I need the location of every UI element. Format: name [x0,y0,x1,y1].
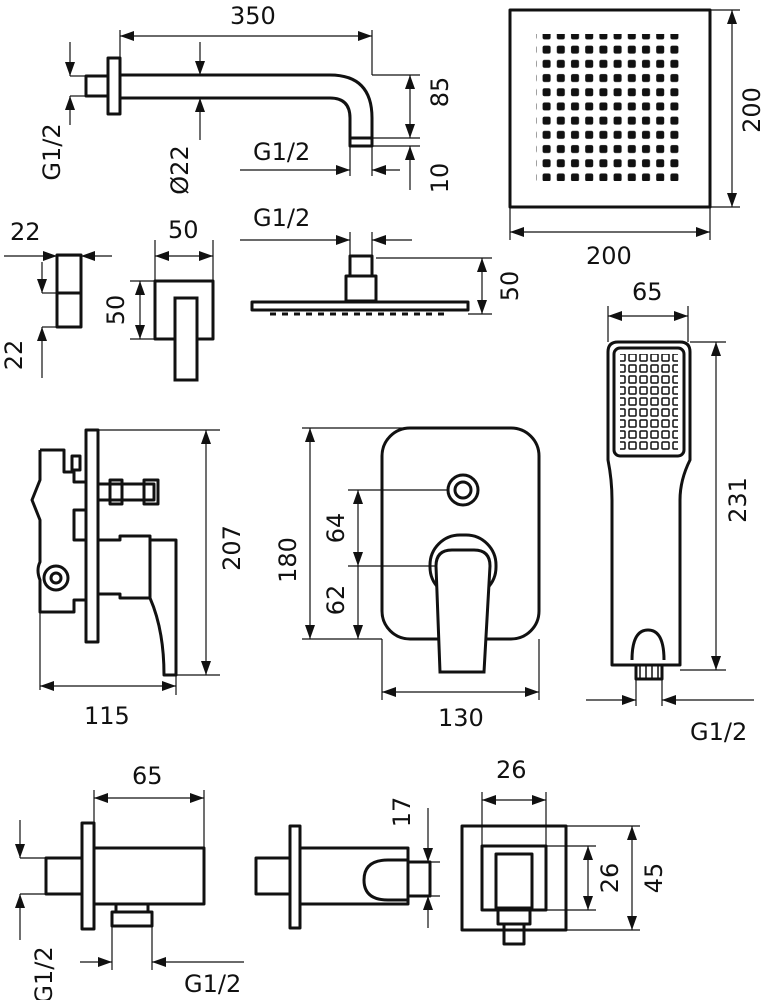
label-arm-diameter: Ø22 [166,145,194,194]
label-arm-drop: 85 [426,77,454,108]
label-plate-width: 130 [438,704,484,732]
label-arm-length: 350 [230,2,276,30]
label-arm-outlet: 10 [426,163,454,194]
label-head-height: 200 [738,87,763,133]
dim-mixer-plate: 180 64 62 130 [274,427,540,732]
label-arm-inlet-thread: G1/2 [38,123,66,180]
dim-holder-front: 26 26 45 [481,756,668,931]
label-holder-front-w: 26 [496,756,527,784]
label-plate-lower: 62 [322,585,350,616]
label-elbow-in-thread: G1/2 [30,946,58,1000]
label-head-width: 200 [586,242,632,270]
rosette [153,279,215,382]
label-mixer-body-depth: 115 [84,702,130,730]
shower-holder-front [460,824,568,946]
dim-arm-outlet-thread: G1/2 [240,138,400,176]
label-holder-front-inner: 26 [596,863,624,894]
wall-elbow [44,821,206,931]
dim-holder-gap: 17 [388,797,440,928]
dim-arm-diameter: Ø22 [166,42,205,195]
label-hand-width: 65 [632,278,663,306]
label-rosette-w: 50 [168,216,199,244]
dim-mixer-body: 207 115 [39,429,246,730]
label-holder-gap: 17 [388,797,416,828]
square-shower-head [508,8,712,209]
shower-holder-side [254,824,432,930]
label-mixer-body-height: 207 [218,525,246,571]
mixer-front-plate [380,426,541,674]
label-arm-outlet-thread: G1/2 [253,138,310,166]
label-hand-thread: G1/2 [690,718,747,746]
dim-hand-shower: 65 231 G1/2 [586,278,754,746]
dim-wall-elbow: 65 G1/2 G1/2 [15,762,244,1000]
dim-arm-length: 350 [119,2,373,75]
label-head-side-thread: G1/2 [253,204,310,232]
shower-head-side [250,254,470,316]
dim-head-width: 200 [509,207,711,270]
label-plate-upper: 64 [322,513,350,544]
label-small-rosette-w: 22 [10,218,41,246]
shower-arm [84,56,374,148]
dim-arm-drop: 85 10 [372,74,454,194]
dim-rosette: 50 50 [102,216,214,340]
label-rosette-h: 50 [102,295,130,326]
label-small-rosette-h: 22 [0,340,28,371]
label-elbow-out-thread: G1/2 [184,970,241,998]
label-hand-length: 231 [724,477,752,523]
dim-head-side: G1/2 50 [240,204,524,315]
dim-arm-inlet: G1/2 [38,42,86,181]
label-head-side-height: 50 [496,271,524,302]
dim-small-rosette: 22 22 [0,218,112,378]
mixer-body-side [30,428,178,677]
dim-head-height: 200 [710,9,763,208]
label-plate-height: 180 [274,537,302,583]
label-holder-front-h: 45 [640,863,668,894]
hand-shower [606,340,692,681]
small-rosette [55,253,83,329]
label-elbow-length: 65 [132,762,163,790]
